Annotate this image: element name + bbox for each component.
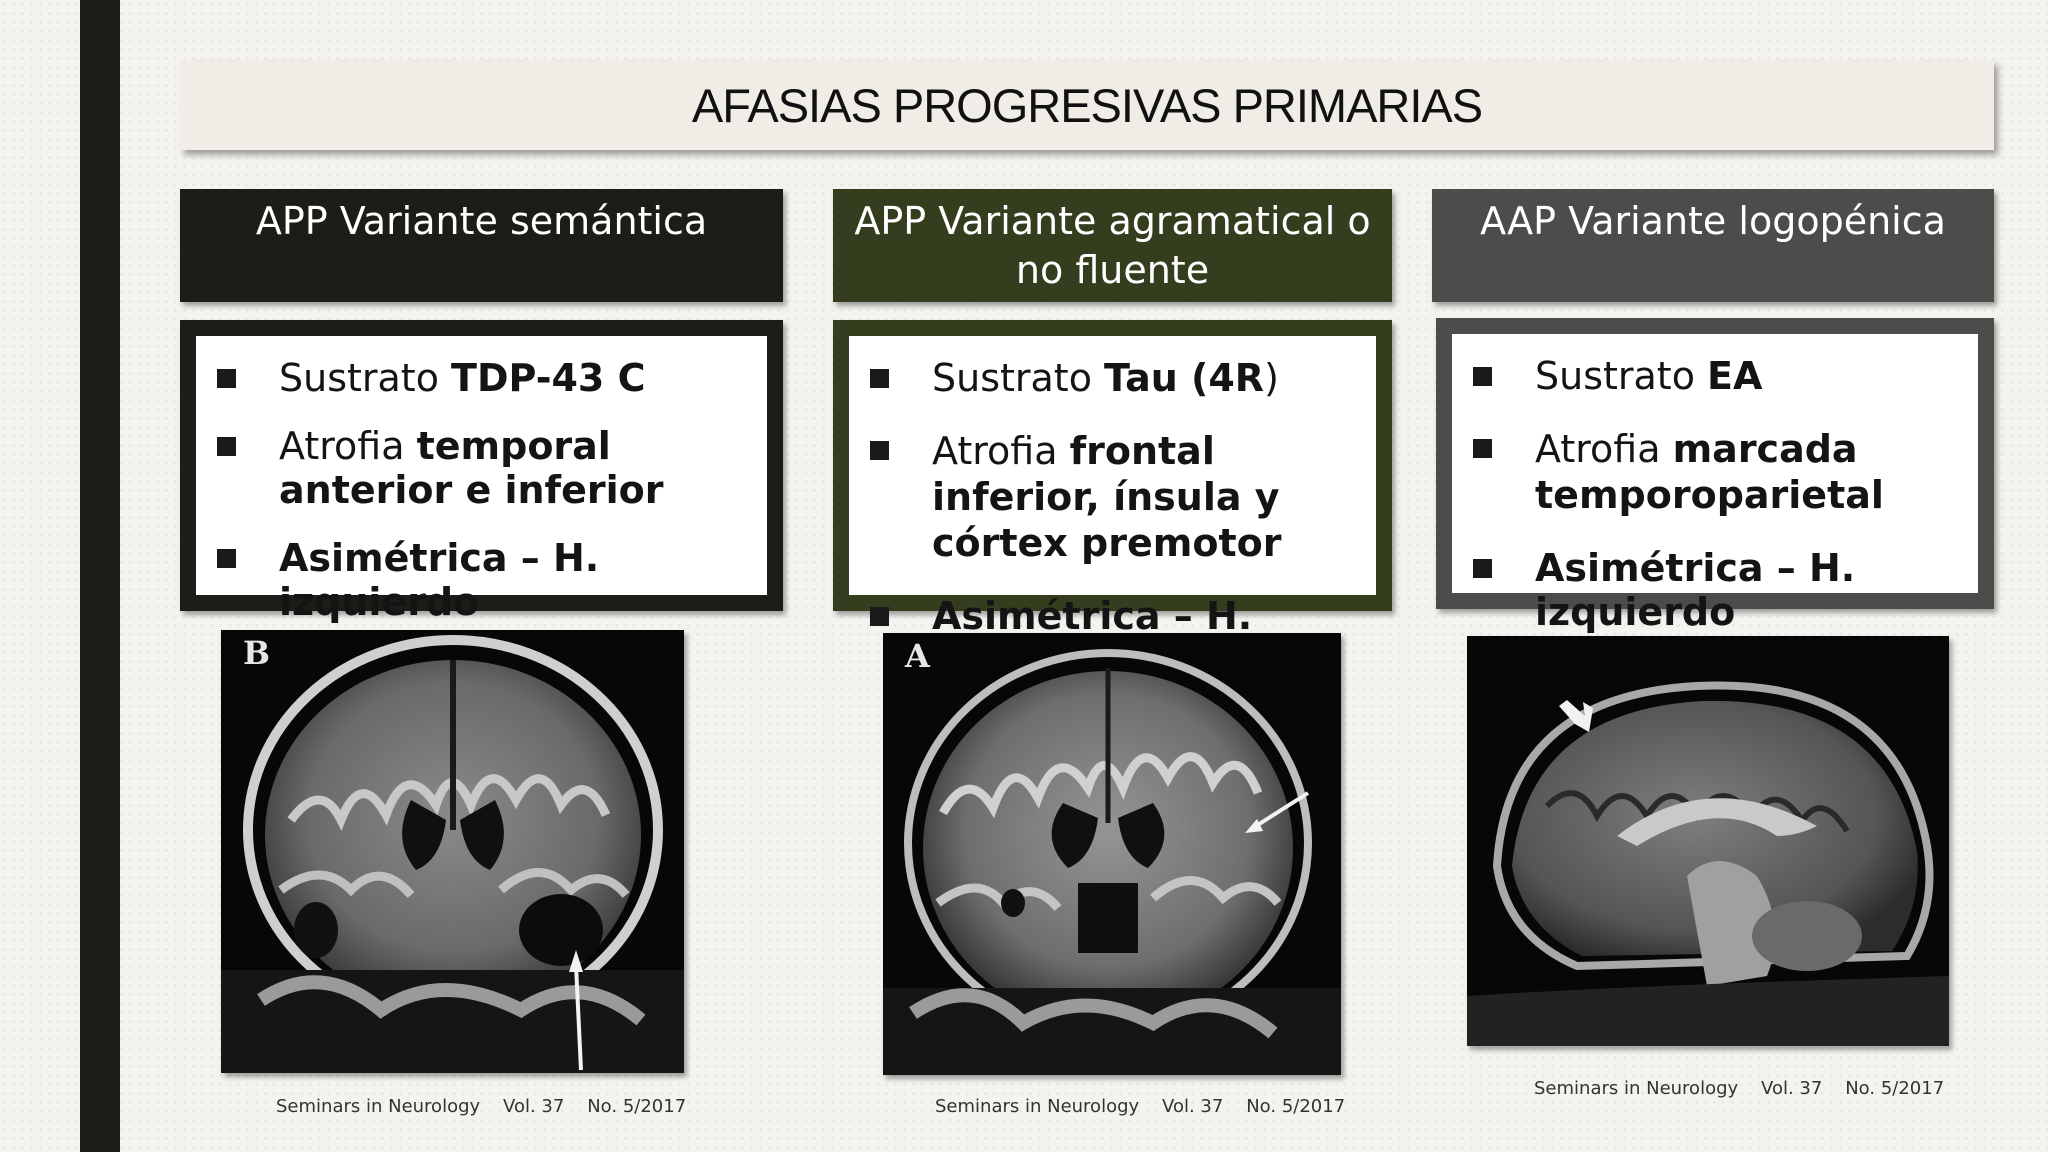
slide-title: AFASIAS PROGRESIVAS PRIMARIAS — [691, 78, 1483, 132]
bullet-square-icon — [1473, 439, 1492, 458]
bullet-atrophy: Atrofia frontal inferior, ínsula y córte… — [849, 428, 1362, 566]
bullet-square-icon — [217, 437, 236, 456]
features-box-semantic: Sustrato TDP-43 C Atrofia temporal anter… — [180, 320, 783, 624]
bullet-substrate: Sustrato TDP-43 C — [196, 356, 753, 400]
bullet-atrophy: Atrofia marcada temporoparietal — [1452, 426, 1964, 518]
bullet-square-icon — [217, 369, 236, 388]
features-box-agrammatic: Sustrato Tau (4R) Atrofia frontal inferi… — [833, 320, 1392, 682]
bullet-asymmetry: Asimétrica – H. izquierdo — [1452, 546, 1964, 634]
header-semantic-variant: APP Variante semántica — [180, 189, 783, 302]
bullet-square-icon — [870, 441, 889, 460]
image-panel-letter: B — [243, 634, 271, 672]
brain-mri-illustration — [883, 649, 1341, 1075]
header-agrammatic-variant: APP Variante agramatical o no fluente — [833, 189, 1392, 302]
features-list: Sustrato EA Atrofia marcada temporoparie… — [1452, 334, 1978, 634]
title-banner: AFASIAS PROGRESIVAS PRIMARIAS — [180, 60, 1994, 150]
bullet-square-icon — [870, 369, 889, 388]
mri-coronal-semantic-image: B — [221, 630, 684, 1073]
bullet-substrate: Sustrato EA — [1452, 354, 1964, 398]
features-list: Sustrato TDP-43 C Atrofia temporal anter… — [196, 336, 767, 624]
image-panel-letter: A — [905, 637, 930, 675]
bullet-square-icon — [1473, 367, 1492, 386]
mri-sagittal-logopenic-image — [1467, 636, 1949, 1046]
bullet-atrophy: Atrofia temporal anterior e inferior — [196, 424, 753, 512]
image-caption-logopenic: Seminars in Neurology Vol. 37 No. 5/2017 — [1534, 1078, 1945, 1099]
brain-mri-illustration — [221, 635, 684, 1073]
header-logopenic-variant: AAP Variante logopénica — [1432, 189, 1994, 302]
features-box-logopenic: Sustrato EA Atrofia marcada temporoparie… — [1436, 318, 1994, 634]
left-accent-bar — [80, 0, 120, 1152]
bullet-substrate: Sustrato Tau (4R) — [849, 356, 1362, 400]
features-list: Sustrato Tau (4R) Atrofia frontal inferi… — [849, 336, 1376, 682]
bullet-square-icon — [217, 549, 236, 568]
bullet-asymmetry: Asimétrica – H. izquierdo — [196, 536, 753, 624]
brain-mri-illustration — [1467, 681, 1949, 1046]
bullet-square-icon — [870, 607, 889, 626]
mri-coronal-agrammatic-image: A — [883, 633, 1341, 1075]
bullet-square-icon — [1473, 559, 1492, 578]
image-caption-agrammatic: Seminars in Neurology Vol. 37 No. 5/2017 — [935, 1096, 1346, 1117]
image-caption-semantic: Seminars in Neurology Vol. 37 No. 5/2017 — [276, 1096, 687, 1117]
